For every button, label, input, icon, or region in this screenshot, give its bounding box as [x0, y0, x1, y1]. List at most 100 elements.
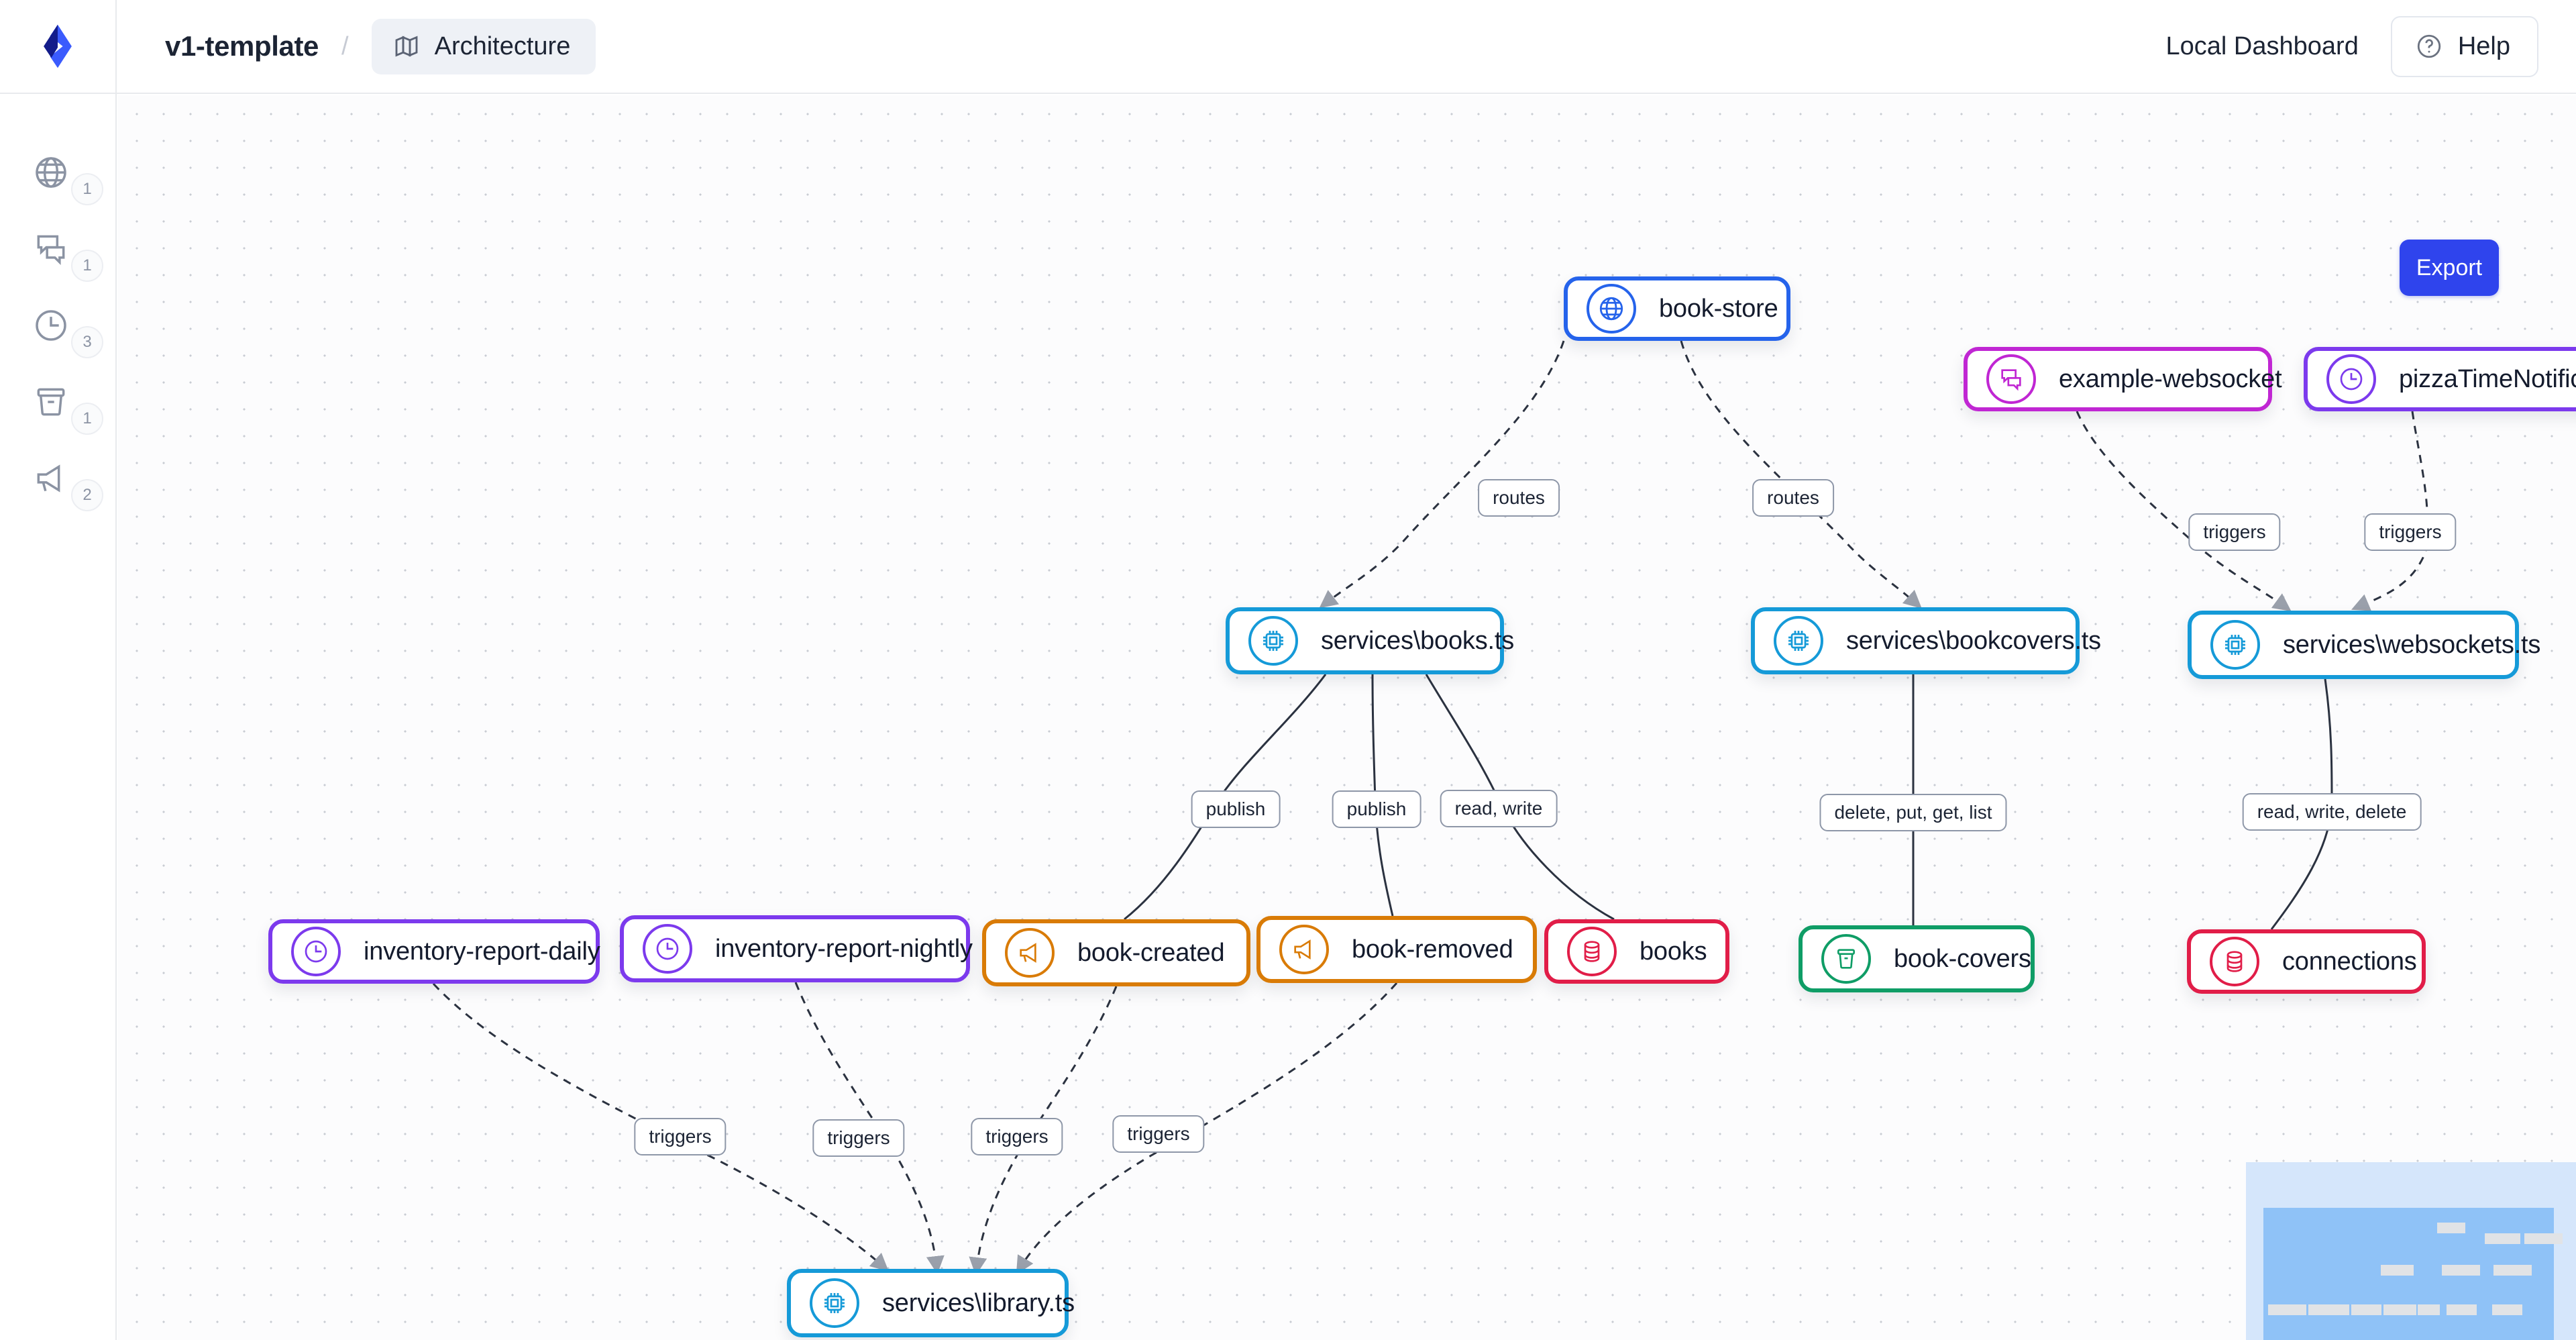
- sidebar-badge-domains: 1: [71, 173, 103, 205]
- node-label: connections: [2282, 947, 2417, 976]
- sidebar-item-domains[interactable]: 1: [0, 134, 117, 211]
- logo-zone[interactable]: [0, 0, 117, 93]
- minimap-node: [2308, 1304, 2349, 1315]
- node-example-websocket[interactable]: example-websocket: [1964, 347, 2282, 411]
- minimap-viewport[interactable]: [2263, 1208, 2563, 1340]
- sidebar-badge-storage: 1: [71, 403, 103, 435]
- node-label: inventory-report-daily: [364, 937, 600, 966]
- node-label: book-covers: [1894, 944, 2031, 973]
- minimap-node: [2351, 1304, 2381, 1315]
- chat-bubbles-icon: [37, 235, 65, 266]
- minimap-node: [2442, 1265, 2480, 1276]
- node-book-store[interactable]: book-store: [1564, 276, 1790, 341]
- chip-icon: [810, 1278, 859, 1328]
- header-actions: Local Dashboard Help: [2165, 15, 2576, 77]
- node-services-books[interactable]: services\books.ts: [1226, 607, 1514, 674]
- minimap-node: [2268, 1304, 2306, 1315]
- database-icon: [1567, 927, 1617, 976]
- database-icon: [2210, 937, 2259, 986]
- minimap[interactable]: [2246, 1162, 2576, 1340]
- node-label: services\websockets.ts: [2283, 630, 2541, 659]
- node-label: services\books.ts: [1321, 626, 1515, 655]
- node-label: inventory-report-nightly: [715, 934, 973, 963]
- question-circle-icon: [2417, 34, 2440, 58]
- edge-label-publish: publish: [1191, 790, 1281, 828]
- architecture-canvas[interactable]: Export book-store example-websocket: [118, 95, 2576, 1340]
- node-book-covers[interactable]: book-covers: [1799, 925, 2035, 992]
- sidebar-item-services[interactable]: 1: [0, 211, 117, 287]
- sidebar-badge-topics: 2: [71, 479, 103, 511]
- edge-label-triggers: triggers: [971, 1118, 1063, 1155]
- edge-label-triggers: triggers: [2188, 513, 2281, 551]
- edge-label-routes: routes: [1752, 479, 1834, 517]
- minimap-node: [2485, 1233, 2520, 1244]
- map-icon: [395, 36, 418, 57]
- node-services-bookcovers[interactable]: services\bookcovers.ts: [1751, 607, 2101, 674]
- edge-layer: [432, 340, 2429, 1276]
- chip-icon: [1774, 616, 1823, 666]
- globe-icon: [1587, 284, 1636, 333]
- app-header: v1-template / Architecture Local Dashboa…: [0, 0, 2576, 94]
- left-sidebar: 1 1 3 1 2: [0, 94, 117, 1340]
- bucket-icon: [1821, 934, 1871, 984]
- node-label: books: [1640, 937, 1707, 966]
- breadcrumb-separator: /: [341, 32, 349, 60]
- edge-label-read-write-delete: read, write, delete: [2242, 793, 2422, 831]
- edge-label-triggers: triggers: [2364, 513, 2457, 551]
- node-book-created[interactable]: book-created: [982, 919, 1250, 986]
- edge-label-delete-put-get-list: delete, put, get, list: [1819, 794, 2007, 831]
- export-button[interactable]: Export: [2400, 240, 2499, 296]
- local-dashboard-label: Local Dashboard: [2165, 32, 2359, 60]
- clock-icon: [291, 927, 341, 976]
- node-label: example-websocket: [2059, 364, 2282, 393]
- minimap-node: [2492, 1304, 2522, 1315]
- minimap-node: [2418, 1304, 2440, 1315]
- node-label: book-removed: [1352, 935, 1513, 964]
- edge-label-triggers: triggers: [1112, 1115, 1205, 1153]
- node-pizzatimenotification[interactable]: pizzaTimeNotification: [2304, 347, 2576, 411]
- minimap-node: [2437, 1223, 2465, 1233]
- sidebar-badge-schedules: 3: [71, 326, 103, 358]
- clock-icon: [643, 924, 692, 974]
- node-book-removed[interactable]: book-removed: [1256, 916, 1537, 983]
- sidebar-item-schedules[interactable]: 3: [0, 287, 117, 364]
- help-button-label: Help: [2457, 32, 2510, 60]
- node-label: pizzaTimeNotification: [2399, 364, 2576, 393]
- minimap-node: [2524, 1233, 2563, 1244]
- node-books[interactable]: books: [1544, 919, 1729, 984]
- minimap-node: [2381, 1265, 2414, 1276]
- tab-architecture[interactable]: Architecture: [371, 18, 596, 74]
- node-label: services\bookcovers.ts: [1846, 626, 2101, 655]
- node-services-websockets[interactable]: services\websockets.ts: [2188, 611, 2540, 679]
- minimap-node: [2383, 1304, 2416, 1315]
- node-inventory-report-nightly[interactable]: inventory-report-nightly: [620, 915, 973, 982]
- edge-label-triggers: triggers: [634, 1118, 727, 1155]
- megaphone-icon: [1279, 925, 1329, 974]
- node-label: book-created: [1077, 938, 1225, 967]
- node-connections[interactable]: connections: [2187, 929, 2426, 994]
- node-inventory-report-daily[interactable]: inventory-report-daily: [268, 919, 600, 984]
- node-label: book-store: [1659, 294, 1778, 323]
- sidebar-item-storage[interactable]: 1: [0, 364, 117, 440]
- chip-icon: [1248, 616, 1298, 666]
- globe-icon: [36, 157, 66, 188]
- page-title[interactable]: v1-template: [165, 30, 319, 62]
- eventcatalog-logo-icon: [44, 24, 72, 68]
- chat-bubbles-icon: [1986, 354, 2036, 404]
- minimap-node: [2447, 1304, 2477, 1315]
- clock-icon: [36, 310, 66, 341]
- sidebar-item-topics[interactable]: 2: [0, 440, 117, 517]
- node-label: services\library.ts: [882, 1288, 1075, 1317]
- tab-architecture-label: Architecture: [434, 32, 571, 60]
- edge-label-publish: publish: [1332, 790, 1421, 828]
- clock-icon: [2326, 354, 2376, 404]
- node-services-library[interactable]: services\library.ts: [787, 1269, 1075, 1337]
- help-button[interactable]: Help: [2390, 15, 2538, 77]
- bucket-icon: [37, 388, 65, 416]
- minimap-node: [2493, 1265, 2532, 1276]
- edge-label-routes: routes: [1478, 479, 1560, 517]
- edge-label-triggers: triggers: [812, 1119, 905, 1157]
- chip-icon: [2210, 620, 2260, 670]
- megaphone-icon: [37, 464, 60, 493]
- sidebar-badge-services: 1: [71, 250, 103, 282]
